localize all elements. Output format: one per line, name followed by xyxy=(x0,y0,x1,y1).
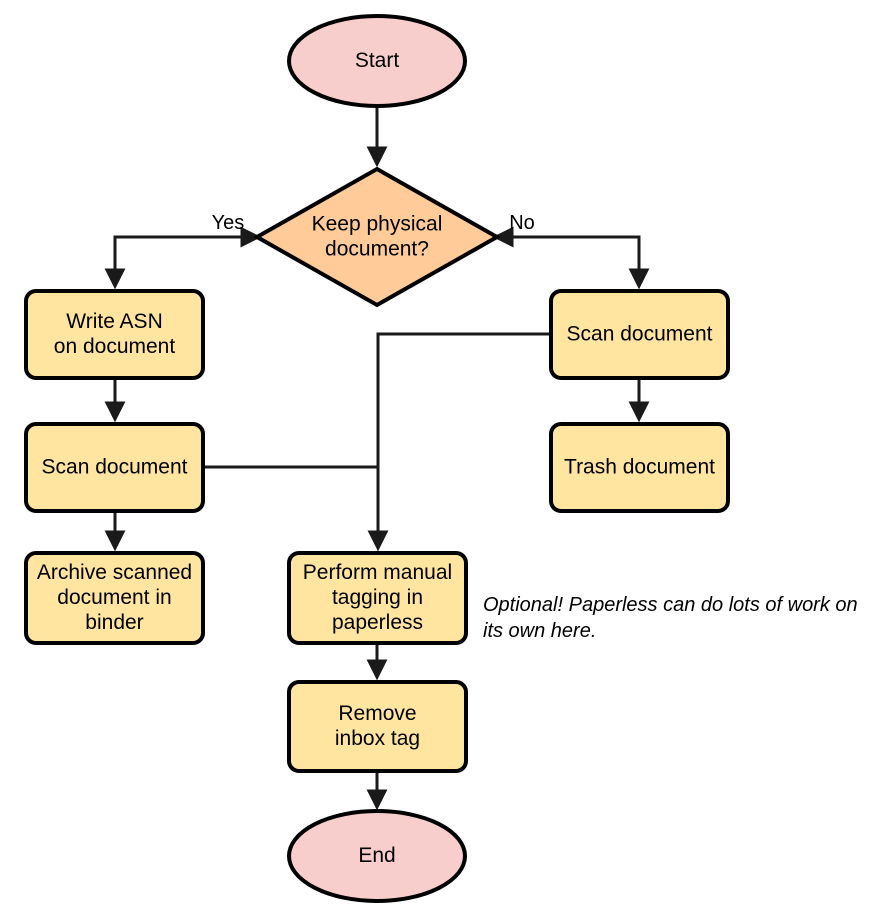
node-label-scan-document-left: Scan document xyxy=(42,455,188,478)
node-scan-document-right[interactable]: Scan document xyxy=(549,289,730,380)
node-start[interactable]: Start xyxy=(287,14,467,108)
edge-decision-yes xyxy=(104,226,262,290)
optional-note: Optional! Paperless can do lots of work … xyxy=(483,594,858,642)
node-label-start: Start xyxy=(355,49,400,72)
notes-layer: Optional! Paperless can do lots of work … xyxy=(483,594,858,642)
node-end[interactable]: End xyxy=(287,809,467,903)
node-shape-trash-document xyxy=(549,422,730,513)
label-yes: Yes xyxy=(212,212,245,234)
edge-labels-layer: Yes No xyxy=(212,212,535,234)
node-shape-keep-physical xyxy=(252,166,502,308)
node-shape-scan-document-left xyxy=(24,422,205,513)
edge-scan-right-to-tagging xyxy=(367,332,551,552)
node-shape-manual-tagging xyxy=(287,551,468,645)
node-shape-scan-document-right xyxy=(549,289,730,380)
edges-layer xyxy=(104,107,650,811)
label-no: No xyxy=(509,212,535,234)
node-label-scan-document-right: Scan document xyxy=(567,322,713,345)
node-shape-remove-inbox-tag xyxy=(287,680,468,773)
edge-decision-no xyxy=(492,226,650,290)
node-trash-document[interactable]: Trash document xyxy=(549,422,730,513)
node-label-trash-document: Trash document xyxy=(564,455,715,478)
node-shape-end xyxy=(287,809,467,903)
node-shape-write-asn xyxy=(24,289,205,380)
node-shape-archive-binder xyxy=(24,551,205,645)
node-shape-start xyxy=(287,14,467,108)
node-label-end: End xyxy=(358,844,395,867)
node-scan-document-left[interactable]: Scan document xyxy=(24,422,205,513)
